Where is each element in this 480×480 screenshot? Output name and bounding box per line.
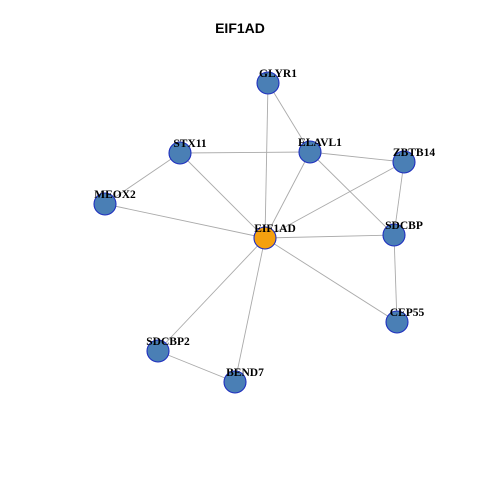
- node-eif1ad: [253, 226, 277, 250]
- node-label-stx11: STX11: [173, 138, 206, 150]
- edge-zbtb14-sdcbp: [393, 161, 405, 236]
- edge-eif1ad-sdcbp2: [157, 237, 266, 352]
- edge-elavl1-sdcbp: [309, 151, 395, 236]
- edge-eif1ad-cep55: [264, 237, 398, 323]
- node-cep55: [385, 310, 409, 334]
- node-elavl1: [298, 140, 322, 164]
- edge-eif1ad-bend7: [234, 237, 266, 383]
- node-label-cep55: CEP55: [390, 307, 425, 319]
- edge-stx11-elavl1: [179, 151, 311, 154]
- node-sdcbp2: [146, 339, 170, 363]
- edge-eif1ad-zbtb14: [264, 161, 405, 239]
- node-label-eif1ad: EIF1AD: [254, 223, 296, 235]
- chart-title: EIF1AD: [215, 20, 265, 36]
- node-bend7: [223, 370, 247, 394]
- edge-eif1ad-sdcbp: [264, 234, 395, 239]
- node-glyr1: [256, 71, 280, 95]
- node-layer: [93, 71, 416, 394]
- node-label-sdcbp2: SDCBP2: [146, 336, 190, 348]
- edge-layer: [104, 82, 405, 383]
- edge-sdcbp-cep55: [393, 234, 398, 323]
- edge-stx11-meox2: [104, 152, 181, 205]
- edge-eif1ad-elavl1: [264, 151, 311, 239]
- node-sdcbp: [382, 223, 406, 247]
- node-label-zbtb14: ZBTB14: [393, 147, 435, 159]
- edge-eif1ad-stx11: [179, 152, 266, 239]
- edge-glyr1-elavl1: [267, 82, 311, 153]
- node-label-meox2: MEOX2: [94, 189, 136, 201]
- node-label-bend7: BEND7: [226, 367, 264, 379]
- node-label-sdcbp: SDCBP: [385, 220, 423, 232]
- edge-elavl1-zbtb14: [309, 151, 405, 163]
- node-stx11: [168, 141, 192, 165]
- node-label-glyr1: GLYR1: [259, 68, 297, 80]
- node-label-elavl1: ELAVL1: [298, 137, 342, 149]
- edge-eif1ad-meox2: [104, 203, 266, 239]
- node-zbtb14: [392, 150, 416, 174]
- node-meox2: [93, 192, 117, 216]
- edge-eif1ad-glyr1: [264, 82, 269, 239]
- edge-sdcbp2-bend7: [157, 350, 236, 383]
